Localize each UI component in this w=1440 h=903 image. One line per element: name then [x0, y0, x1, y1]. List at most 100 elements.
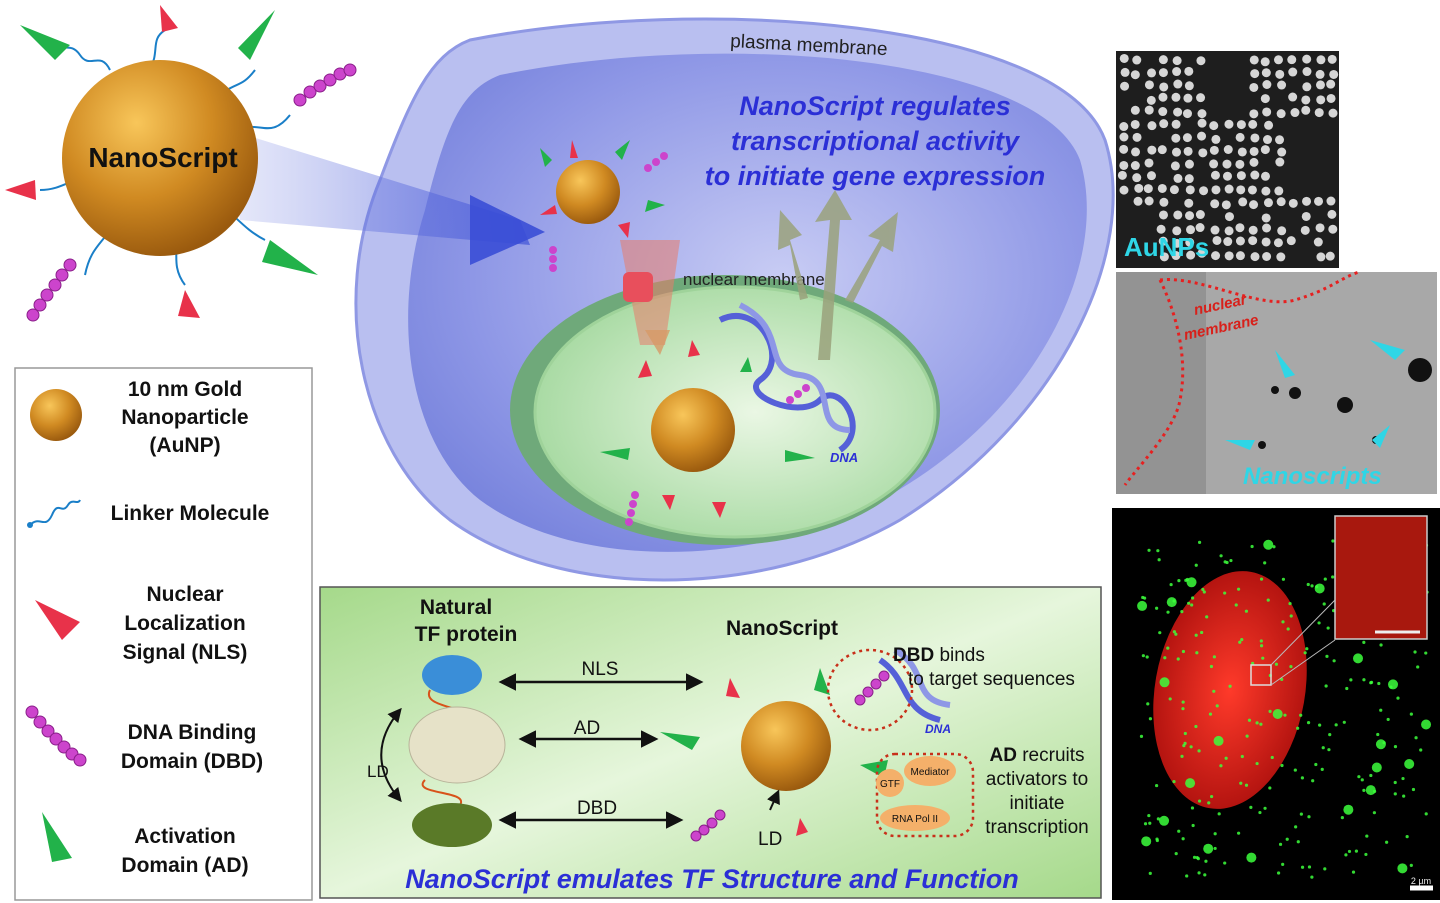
green-speckle [1259, 639, 1263, 643]
nanoscripts-label: Nanoscripts [1243, 463, 1382, 490]
aunp-particle [1249, 200, 1259, 210]
green-speckle [1137, 600, 1148, 611]
legend-nls-line-1: Nuclear [146, 583, 223, 606]
natural-tf-protein [408, 655, 506, 847]
green-speckle [1208, 712, 1213, 716]
aunp-particle [1316, 95, 1326, 105]
green-speckle [1325, 654, 1329, 658]
rna-pol-blob [880, 805, 950, 831]
green-speckle [1181, 707, 1185, 711]
aunp-particle [1314, 108, 1324, 118]
aunp-particle [1248, 236, 1258, 246]
ld-left-label: LD [367, 762, 389, 781]
aunp-particle [1262, 251, 1272, 261]
green-speckle [1240, 638, 1244, 642]
green-speckle [1155, 837, 1159, 841]
legend-dbd-line-2: Domain (DBD) [121, 750, 263, 773]
green-speckle [1169, 582, 1173, 587]
aunp-particle [1260, 57, 1270, 67]
green-speckle [1166, 646, 1170, 650]
green-speckle [1244, 783, 1249, 787]
green-speckle [1334, 723, 1338, 727]
green-speckle [1411, 787, 1416, 792]
aunp-particle [1172, 238, 1182, 248]
green-speckle [1306, 582, 1310, 587]
aunp-particle [1315, 80, 1325, 90]
gtf-blob [876, 769, 904, 797]
aunp-particle [1248, 225, 1258, 235]
big-nanoscript: NanoScript [5, 5, 545, 322]
aunp-particle [1184, 198, 1194, 208]
aunp-particle [1249, 157, 1259, 167]
row-label-dbd: DBD [577, 798, 617, 819]
cell-diagram: plasma membrane NanoScript regulates tra… [354, 17, 1115, 582]
green-speckle [1263, 539, 1274, 550]
green-speckle [1296, 726, 1300, 730]
green-speckle [1236, 587, 1241, 591]
aunp-particle [1263, 135, 1273, 145]
aunp-particle [1261, 186, 1271, 196]
aunp-particle [1273, 55, 1283, 65]
green-speckle [1185, 778, 1196, 789]
green-speckle [1197, 540, 1202, 544]
zoom-inset [1334, 515, 1428, 640]
green-speckle [1311, 779, 1315, 783]
green-speckle [1387, 679, 1398, 690]
nuclear-membrane-trace [1123, 279, 1185, 486]
green-speckle [1296, 840, 1300, 844]
aunp-particle [1172, 56, 1182, 66]
aunp-particle [1134, 183, 1144, 193]
aunp-particle [1315, 69, 1325, 79]
aunp-particle [1119, 144, 1129, 154]
green-speckle [1174, 852, 1178, 856]
green-speckle [1166, 597, 1177, 608]
aunp-particle [1316, 55, 1326, 65]
aunps-label: AuNPs [1124, 232, 1209, 262]
green-speckle [1272, 545, 1276, 549]
green-speckle [1303, 651, 1307, 655]
aunp-particle [1276, 197, 1286, 207]
aunp-particle [1236, 171, 1246, 181]
green-speckle [1186, 577, 1197, 588]
aunp-particle [1158, 236, 1168, 246]
big-nls-cone-3 [178, 290, 200, 318]
green-speckle [1259, 577, 1264, 581]
aunp-particle [1223, 144, 1233, 154]
dna-helix [718, 302, 856, 453]
green-speckle [1181, 700, 1185, 704]
ad-note-line-4: transcription [985, 817, 1089, 838]
legend-ad-line-2: Domain (AD) [121, 854, 248, 877]
green-speckle [1203, 873, 1207, 877]
aunp-particle [1184, 159, 1194, 169]
green-speckle [1217, 812, 1221, 816]
aunp-particle [1302, 67, 1312, 77]
green-speckle [1416, 665, 1420, 669]
green-speckle [1362, 788, 1366, 792]
cyan-pointer-arrows [1225, 340, 1405, 450]
green-speckle [1192, 855, 1197, 859]
green-speckle [1213, 846, 1217, 851]
aunp-particle [1173, 173, 1183, 183]
green-speckle [1369, 681, 1373, 685]
aunp-particle [1147, 68, 1157, 78]
aunp-particle [1158, 107, 1168, 117]
complex-label-gtf: GTF [880, 779, 900, 790]
nuclear-nanoscript [600, 340, 815, 526]
green-speckle [1148, 821, 1152, 825]
green-speckle [1168, 697, 1172, 701]
ad-note-line-3: initiate [1010, 793, 1065, 814]
aunp-particle [1199, 186, 1209, 196]
legend-ad-line-1: Activation [134, 825, 236, 848]
green-speckle [1194, 563, 1198, 567]
aunp-particle [1288, 92, 1298, 102]
aunp-particle [1302, 196, 1312, 206]
aunp-particle [1235, 159, 1245, 169]
aunp-particle [1328, 224, 1338, 234]
green-speckle [1386, 717, 1390, 722]
aunp-particle [1301, 95, 1311, 105]
green-speckle [1229, 558, 1233, 563]
green-speckle [1251, 661, 1255, 665]
zoom-beam [230, 130, 530, 245]
aunp-particle [1144, 105, 1154, 115]
